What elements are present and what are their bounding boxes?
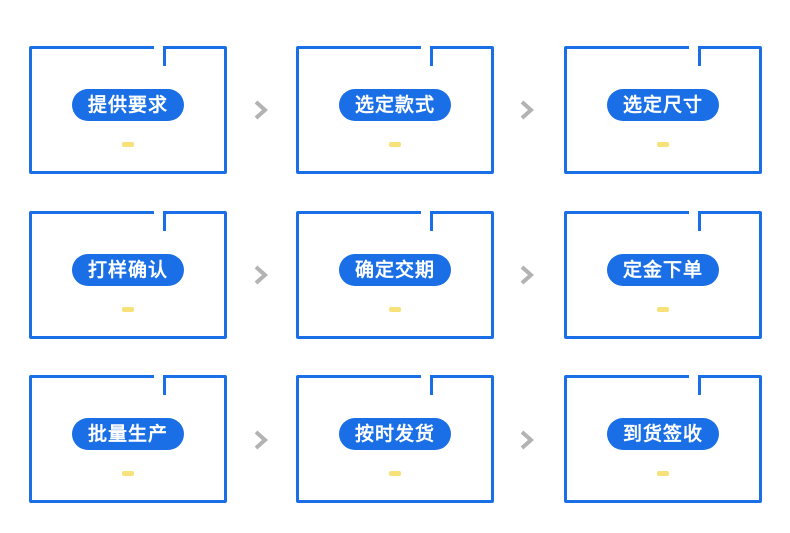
step-card-8: 按时发货 bbox=[296, 375, 494, 503]
step-accent-dash bbox=[122, 471, 134, 476]
card-notch-tick bbox=[163, 46, 166, 66]
step-accent-dash bbox=[657, 142, 669, 147]
step-card-9: 到货签收 bbox=[564, 375, 762, 503]
step-accent-dash bbox=[389, 471, 401, 476]
card-notch-tick bbox=[430, 46, 433, 66]
card-notch-gap bbox=[154, 375, 163, 378]
step-card-1: 提供要求 bbox=[29, 46, 227, 174]
step-accent-dash bbox=[389, 307, 401, 312]
card-notch-gap bbox=[421, 211, 430, 214]
card-notch-tick bbox=[430, 375, 433, 395]
step-label-6: 定金下单 bbox=[606, 254, 720, 286]
chevron-right-icon bbox=[253, 100, 269, 120]
card-notch-gap bbox=[421, 46, 430, 49]
chevron-right-icon bbox=[519, 265, 535, 285]
step-label-4: 打样确认 bbox=[71, 254, 185, 286]
step-card-7: 批量生产 bbox=[29, 375, 227, 503]
chevron-right-icon bbox=[519, 100, 535, 120]
step-card-6: 定金下单 bbox=[564, 211, 762, 339]
step-accent-dash bbox=[122, 142, 134, 147]
card-notch-tick bbox=[698, 46, 701, 66]
step-accent-dash bbox=[389, 142, 401, 147]
step-accent-dash bbox=[657, 471, 669, 476]
card-notch-gap bbox=[421, 375, 430, 378]
step-accent-dash bbox=[657, 307, 669, 312]
step-card-3: 选定尺寸 bbox=[564, 46, 762, 174]
chevron-right-icon bbox=[253, 430, 269, 450]
card-notch-gap bbox=[154, 211, 163, 214]
card-notch-tick bbox=[698, 211, 701, 231]
chevron-right-icon bbox=[253, 265, 269, 285]
card-notch-tick bbox=[163, 375, 166, 395]
card-notch-gap bbox=[689, 46, 698, 49]
step-card-5: 确定交期 bbox=[296, 211, 494, 339]
step-accent-dash bbox=[122, 307, 134, 312]
card-notch-tick bbox=[430, 211, 433, 231]
step-card-4: 打样确认 bbox=[29, 211, 227, 339]
step-label-9: 到货签收 bbox=[606, 418, 720, 450]
step-card-2: 选定款式 bbox=[296, 46, 494, 174]
step-label-1: 提供要求 bbox=[71, 89, 185, 121]
card-notch-tick bbox=[163, 211, 166, 231]
step-label-7: 批量生产 bbox=[71, 418, 185, 450]
step-label-3: 选定尺寸 bbox=[606, 89, 720, 121]
card-notch-gap bbox=[154, 46, 163, 49]
step-label-2: 选定款式 bbox=[338, 89, 452, 121]
card-notch-tick bbox=[698, 375, 701, 395]
card-notch-gap bbox=[689, 211, 698, 214]
step-label-5: 确定交期 bbox=[338, 254, 452, 286]
chevron-right-icon bbox=[519, 430, 535, 450]
card-notch-gap bbox=[689, 375, 698, 378]
step-label-8: 按时发货 bbox=[338, 418, 452, 450]
